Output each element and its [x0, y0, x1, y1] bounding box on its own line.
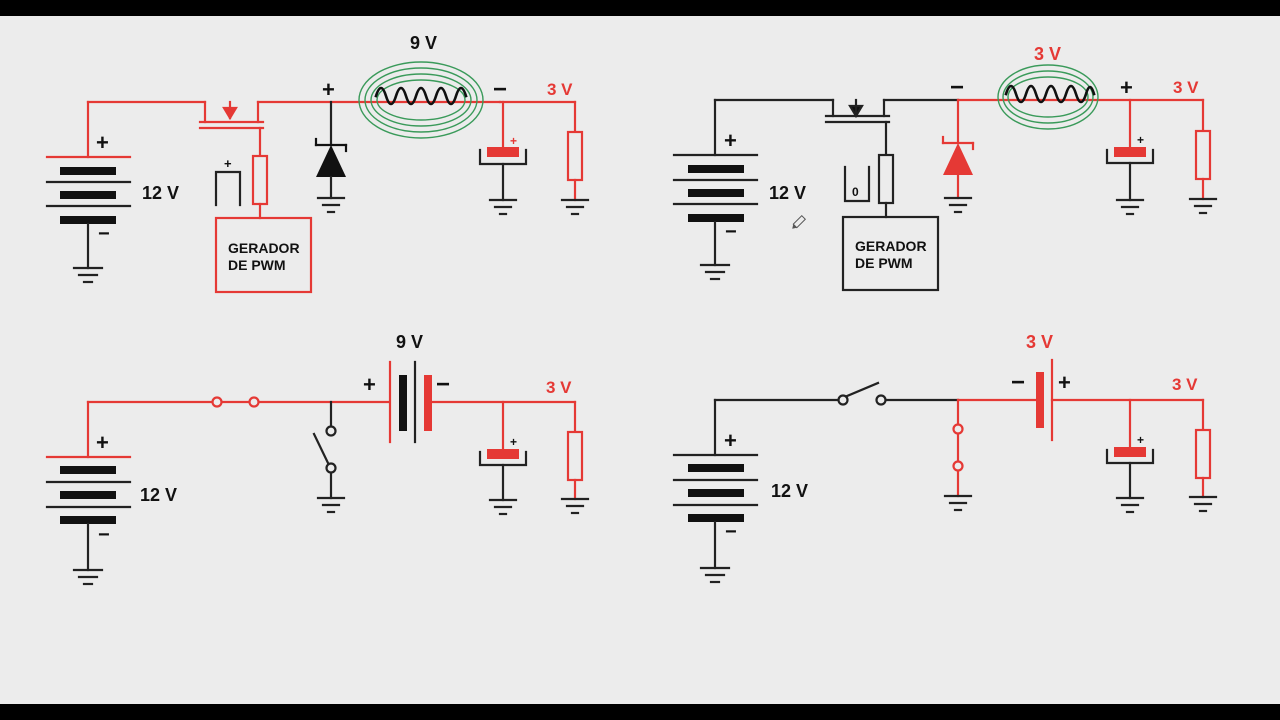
- battery-plus-sign: +: [724, 428, 737, 453]
- pwm-generator-box: [214, 216, 313, 294]
- pencil-icon: [792, 214, 807, 229]
- capacitor-plus-sign: +: [1137, 133, 1144, 147]
- panel-bottom-right: + − 12 V 3 V − + 3 V: [672, 332, 1218, 584]
- battery-minus-sign: −: [725, 521, 737, 543]
- pwm-pulse-icon: [214, 170, 242, 207]
- battery-minus-sign: −: [98, 223, 110, 245]
- mosfet-icon: [198, 100, 265, 130]
- battery-plus-sign: +: [724, 128, 737, 153]
- output-voltage-label: 3 V: [547, 80, 573, 99]
- pwm-box-line1: GERADOR: [855, 238, 927, 254]
- panel-top-right: + − 12 V 0 GERADOR DE PWM: [672, 44, 1218, 292]
- diode-icon: [314, 137, 348, 177]
- pwm-box-line2: DE PWM: [228, 257, 286, 273]
- panel-top-left: + − 12 V + GERADOR DE PWM: [45, 33, 590, 294]
- battery-icon: [45, 155, 132, 224]
- ground-icon: [1188, 197, 1218, 215]
- ground-icon: [1115, 198, 1145, 216]
- ground-icon: [488, 498, 518, 516]
- resistor-icon: [1194, 129, 1212, 181]
- output-voltage-label: 3 V: [546, 378, 572, 397]
- battery-icon: [388, 360, 432, 444]
- capacitor-plus-sign: +: [1137, 433, 1144, 447]
- pwm-box-line1: GERADOR: [228, 240, 300, 256]
- inductor-icon: [358, 61, 484, 139]
- switch-icon: [211, 396, 260, 408]
- ground-icon: [699, 263, 731, 281]
- supply-voltage-label: 12 V: [769, 183, 806, 203]
- mosfet-icon: [824, 98, 891, 124]
- coil-voltage-label: 3 V: [1034, 44, 1061, 64]
- coil-plus-sign: +: [363, 372, 376, 397]
- ground-icon: [699, 566, 731, 584]
- pwm-pulse-icon: [843, 165, 871, 203]
- diode-icon: [941, 135, 975, 175]
- coil-minus-sign: −: [1011, 369, 1025, 396]
- coil-voltage-label: 3 V: [1026, 332, 1053, 352]
- supply-voltage-label: 12 V: [140, 485, 177, 505]
- output-voltage-label: 3 V: [1172, 375, 1198, 394]
- ground-icon: [1188, 495, 1218, 513]
- ground-icon: [560, 198, 590, 216]
- coil-voltage-label: 9 V: [410, 33, 437, 53]
- output-voltage-label: 3 V: [1173, 78, 1199, 97]
- resistor-icon: [251, 154, 269, 206]
- coil-minus-sign: −: [493, 76, 507, 103]
- ground-icon: [316, 496, 346, 514]
- resistor-icon: [877, 153, 895, 205]
- supply-voltage-label: 12 V: [142, 183, 179, 203]
- coil-minus-sign: −: [436, 371, 450, 398]
- ground-icon: [943, 494, 973, 512]
- diode-plus-sign: +: [322, 77, 335, 102]
- resistor-icon: [566, 430, 584, 482]
- battery-plus-sign: +: [96, 130, 109, 155]
- ground-icon: [488, 198, 518, 216]
- resistor-icon: [1194, 428, 1212, 480]
- coil-voltage-label: 9 V: [396, 332, 423, 352]
- panel-bottom-left: + − 12 V 9 V + − 3: [45, 332, 590, 586]
- canvas-background: [0, 16, 1280, 704]
- inductor-icon: [997, 64, 1099, 130]
- capacitor-plus-sign: +: [510, 435, 517, 449]
- pwm-generator-box: [841, 215, 940, 292]
- ground-icon: [943, 196, 973, 214]
- pwm-level-value: 0: [852, 185, 859, 199]
- diode-minus-sign: −: [950, 74, 964, 101]
- coil-plus-sign: +: [1058, 370, 1071, 395]
- battery-icon: [45, 455, 132, 524]
- pwm-box-line2: DE PWM: [855, 255, 913, 271]
- ground-icon: [560, 497, 590, 515]
- supply-voltage-label: 12 V: [771, 481, 808, 501]
- ground-icon: [72, 568, 104, 586]
- battery-plus-sign: +: [96, 430, 109, 455]
- battery-minus-sign: −: [98, 524, 110, 546]
- coil-plus-sign: +: [1120, 75, 1133, 100]
- ground-icon: [1115, 496, 1145, 514]
- ground-icon: [316, 196, 346, 214]
- pulse-plus-sign: +: [224, 156, 232, 171]
- resistor-icon: [566, 130, 584, 182]
- ground-icon: [72, 266, 104, 284]
- battery-minus-sign: −: [725, 221, 737, 243]
- capacitor-plus-sign: +: [510, 134, 517, 148]
